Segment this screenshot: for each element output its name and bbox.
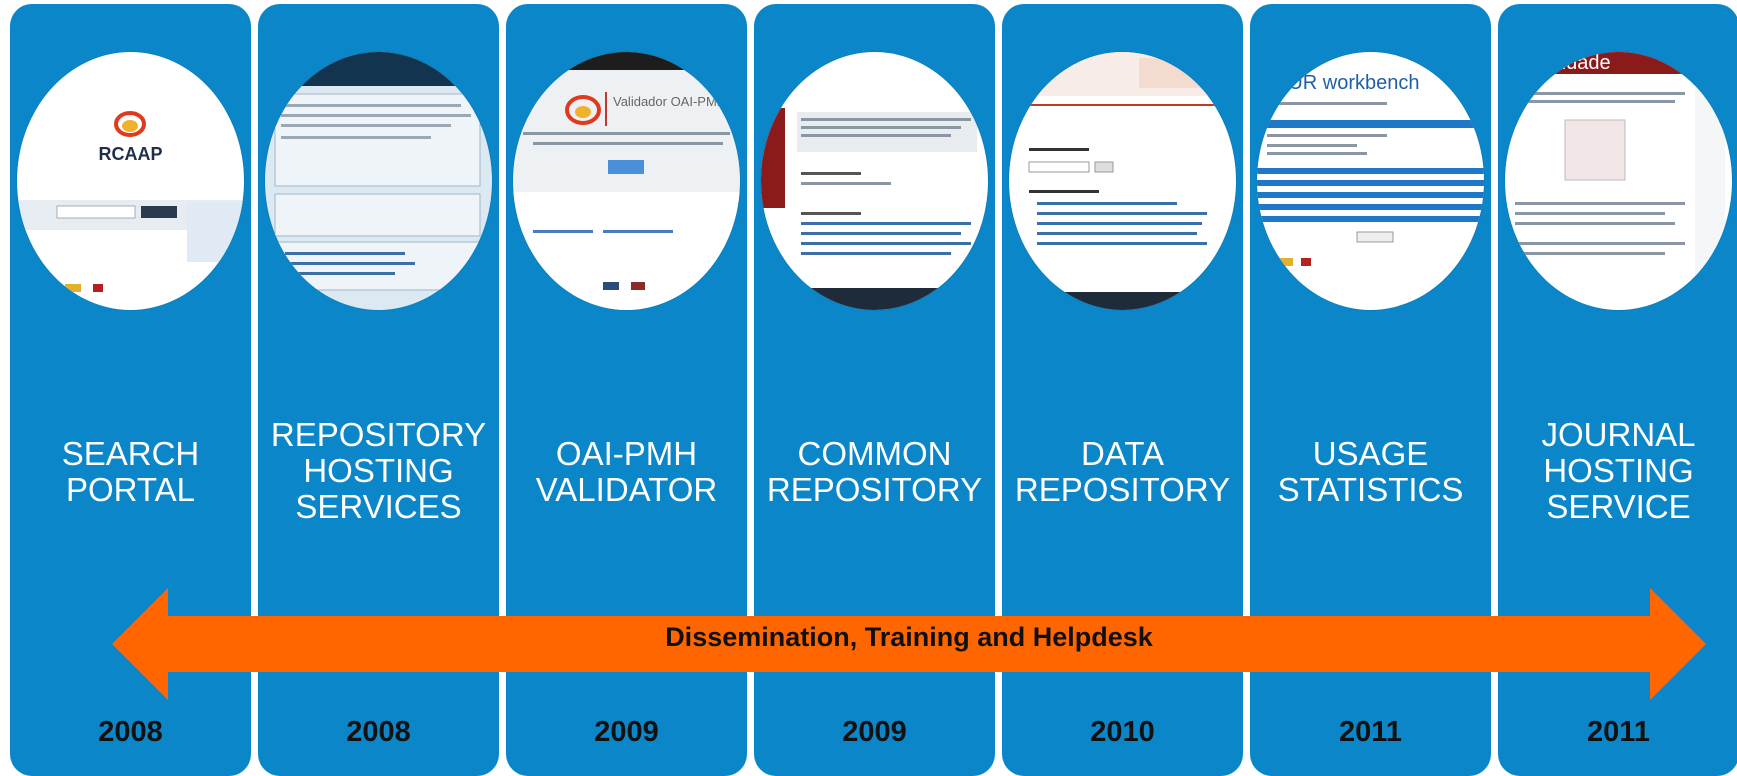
- column-label: DATA REPOSITORY: [1014, 435, 1231, 508]
- column-year: 2009: [594, 716, 659, 748]
- common-repository-screenshot: [761, 108, 988, 310]
- usage-statistics-screenshot: EUR workbench: [1257, 52, 1484, 310]
- thumb-title: RCAAP: [98, 144, 163, 164]
- thumb-title: tricidade: [1535, 52, 1611, 74]
- column-search-portal: RCAAP SEARCH PORTAL 2008: [10, 4, 251, 776]
- column-oai-pmh-validator: Validador OAI-PMH OAI-PMH VALIDATOR 2009: [506, 4, 747, 776]
- column-year: 2010: [1090, 716, 1155, 748]
- workbench-logo-icon: [1257, 102, 1484, 266]
- dissemination-banner-text: Dissemination, Training and Helpdesk: [665, 622, 1153, 652]
- search-portal-screenshot: RCAAP: [17, 52, 244, 310]
- column-label: SEARCH PORTAL: [61, 435, 200, 508]
- common-repository-screenshot: [761, 52, 988, 310]
- journal-screenshot: [1505, 52, 1732, 302]
- column-year: 2008: [98, 716, 163, 748]
- data-repository-screenshot: [1009, 52, 1236, 310]
- column-year: 2008: [346, 716, 411, 748]
- column-year: 2009: [842, 716, 907, 748]
- data-repository-screenshot: [1009, 52, 1236, 310]
- repository-screenshot: [265, 52, 492, 291]
- validator-logo-icon: [513, 52, 740, 310]
- column-label: OAI-PMH VALIDATOR: [535, 435, 718, 508]
- repository-hosting-screenshot: [265, 52, 492, 310]
- column-year: 2011: [1339, 716, 1402, 748]
- column-label: JOURNAL HOSTING SERVICE: [1541, 416, 1696, 525]
- thumb-title: EUR workbench: [1275, 72, 1420, 94]
- journal-hosting-screenshot: tricidade: [1505, 52, 1732, 310]
- rcaap-logo-icon: [17, 111, 244, 292]
- thumb-title: Validador OAI-PMH: [613, 94, 727, 109]
- column-year: 2011: [1587, 716, 1650, 748]
- column-label: USAGE STATISTICS: [1277, 435, 1464, 508]
- dissemination-arrow: [112, 588, 1706, 700]
- column-label: COMMON REPOSITORY: [766, 435, 983, 508]
- column-label: REPOSITORY HOSTING SERVICES: [270, 416, 487, 525]
- oai-pmh-validator-screenshot: Validador OAI-PMH: [513, 52, 740, 310]
